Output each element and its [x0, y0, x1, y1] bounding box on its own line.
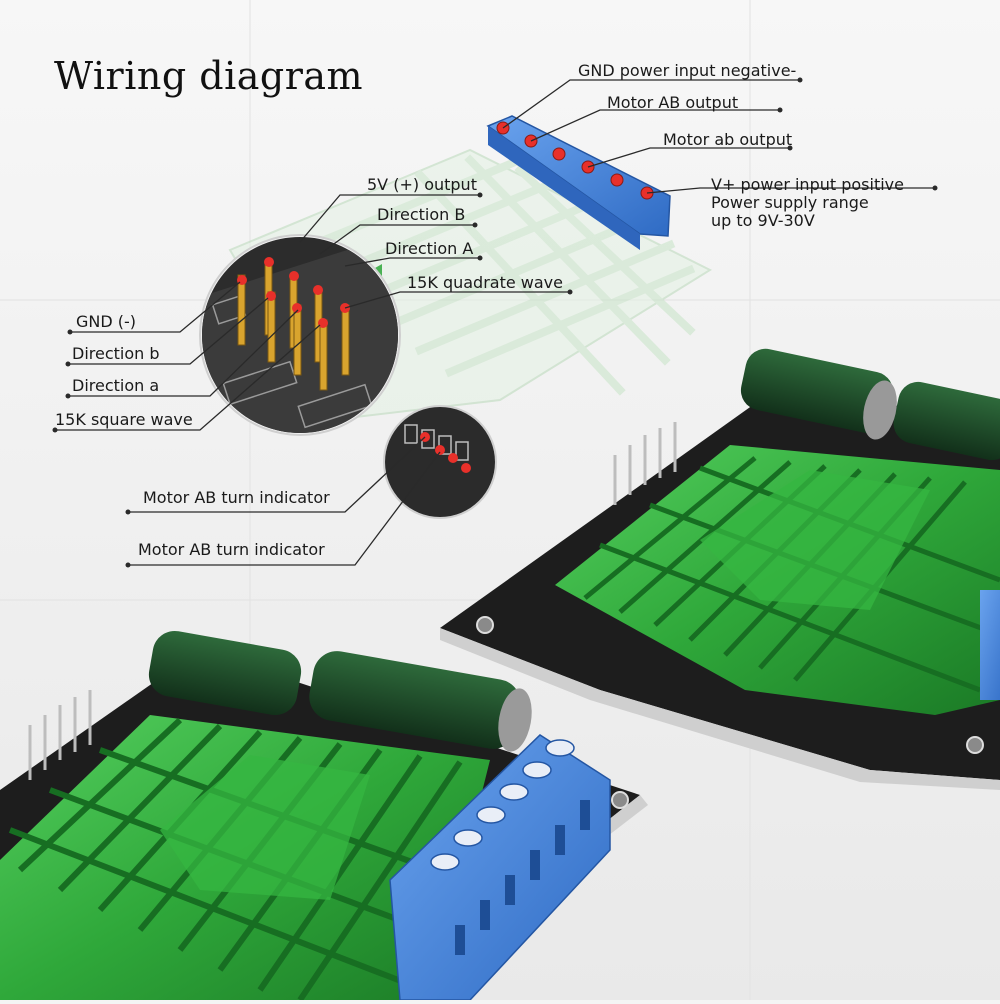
- label-15k-quadrate-wave: 15K quadrate wave: [407, 273, 563, 292]
- board-left-terminal-block: [389, 734, 611, 1001]
- page-title: Wiring diagram: [54, 54, 364, 98]
- board-left: [0, 630, 648, 1003]
- label-direction-b: Direction b: [72, 344, 160, 363]
- label-gnd-power-input: GND power input negative-: [578, 61, 797, 80]
- board-right: [440, 348, 1000, 790]
- label-5v-output: 5V (+) output: [367, 175, 477, 194]
- label-turn-indicator-2: Motor AB turn indicator: [138, 540, 325, 559]
- label-vplus-line2: Power supply range: [711, 193, 869, 212]
- label-gnd-minus: GND (-): [76, 312, 137, 331]
- board-left-heatsink: [0, 715, 492, 1003]
- label-direction-A: Direction A: [385, 239, 474, 258]
- label-15k-square-wave: 15K square wave: [55, 410, 193, 429]
- label-vplus-line1: V+ power input positive: [711, 175, 904, 194]
- board-left-capacitors: [148, 630, 532, 752]
- label-vplus-line3: up to 9V-30V: [711, 211, 815, 230]
- label-vplus-power-input: V+ power input positive Power supply ran…: [711, 176, 951, 230]
- leader-lines: [55, 79, 935, 566]
- board-right-capacitors: [740, 348, 1000, 461]
- board-left-pins: [28, 690, 92, 780]
- label-direction-a: Direction a: [72, 376, 160, 395]
- label-turn-indicator-1: Motor AB turn indicator: [143, 488, 330, 507]
- label-motor-AB-output: Motor AB output: [607, 93, 739, 112]
- label-direction-B: Direction B: [377, 205, 466, 224]
- label-motor-ab-output: Motor ab output: [663, 130, 793, 149]
- board-right-heatsink: [555, 445, 1000, 715]
- leader-endpoints: [52, 77, 938, 568]
- board-right-pins: [613, 422, 677, 505]
